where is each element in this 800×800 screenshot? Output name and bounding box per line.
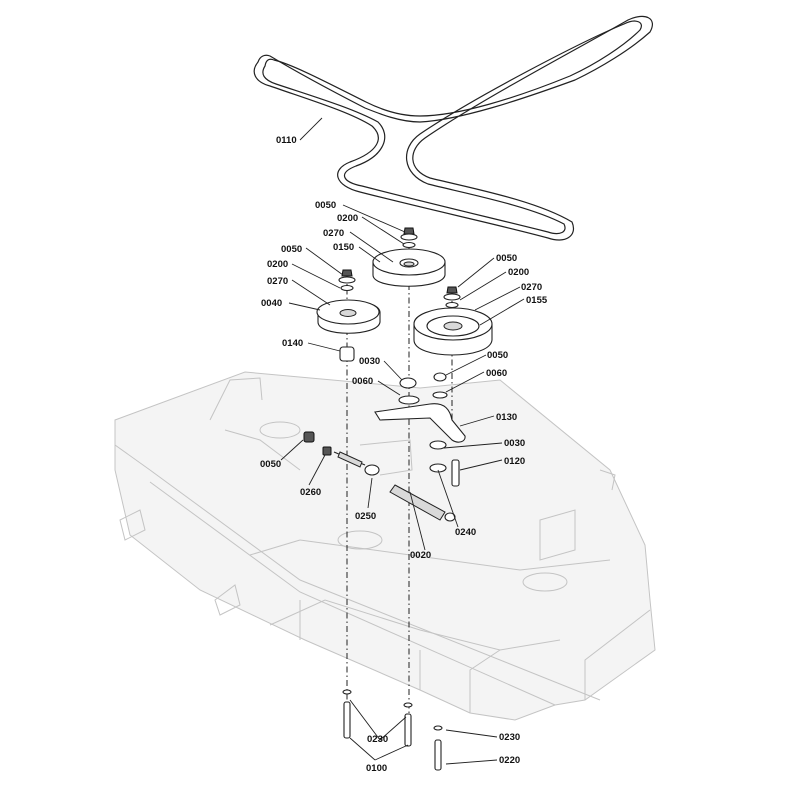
idler-arm-assembly	[303, 372, 466, 522]
callout-0220: 0220	[499, 755, 520, 766]
callout-0230-right: 0230	[499, 732, 520, 743]
callout-0050-lower: 0050	[487, 350, 508, 361]
callout-0050-deck: 0050	[260, 459, 281, 470]
center-pulley-stack	[372, 227, 446, 720]
callout-0140: 0140	[282, 338, 303, 349]
callout-0030-lower: 0030	[504, 438, 525, 449]
callout-0150: 0150	[333, 242, 354, 253]
callout-0120: 0120	[504, 456, 525, 467]
callout-0050-left: 0050	[281, 244, 302, 255]
mower-deck	[114, 371, 656, 721]
leader-lines	[280, 117, 525, 765]
callout-0200-center: 0200	[337, 213, 358, 224]
drive-belt	[253, 15, 653, 241]
callout-0230-left: 0230	[367, 734, 388, 745]
callout-0110: 0110	[276, 135, 297, 146]
bolts	[342, 689, 443, 771]
callout-0200-left: 0200	[267, 259, 288, 270]
callout-0060-right: 0060	[486, 368, 507, 379]
left-pulley-stack	[316, 269, 381, 720]
callout-0270-center: 0270	[323, 228, 344, 239]
callout-0100: 0100	[366, 763, 387, 774]
callout-0050-right: 0050	[496, 253, 517, 264]
callout-0270-right: 0270	[521, 282, 542, 293]
callout-0270-left: 0270	[267, 276, 288, 287]
callout-0020: 0020	[410, 550, 431, 561]
callout-0060-left: 0060	[352, 376, 373, 387]
callout-0200-right: 0200	[508, 267, 529, 278]
callout-0155: 0155	[526, 295, 548, 306]
callout-0260: 0260	[300, 487, 321, 498]
callout-0040: 0040	[261, 298, 282, 309]
callout-0130: 0130	[496, 412, 517, 423]
right-pulley-stack	[413, 286, 493, 430]
callout-0240: 0240	[455, 527, 476, 538]
callout-0050-center: 0050	[315, 200, 336, 211]
callout-0250: 0250	[355, 511, 376, 522]
callout-labels: 0110 0050 0200 0270 0150 0050 0200 0270 …	[260, 135, 548, 774]
callout-0030-upper: 0030	[359, 356, 380, 367]
